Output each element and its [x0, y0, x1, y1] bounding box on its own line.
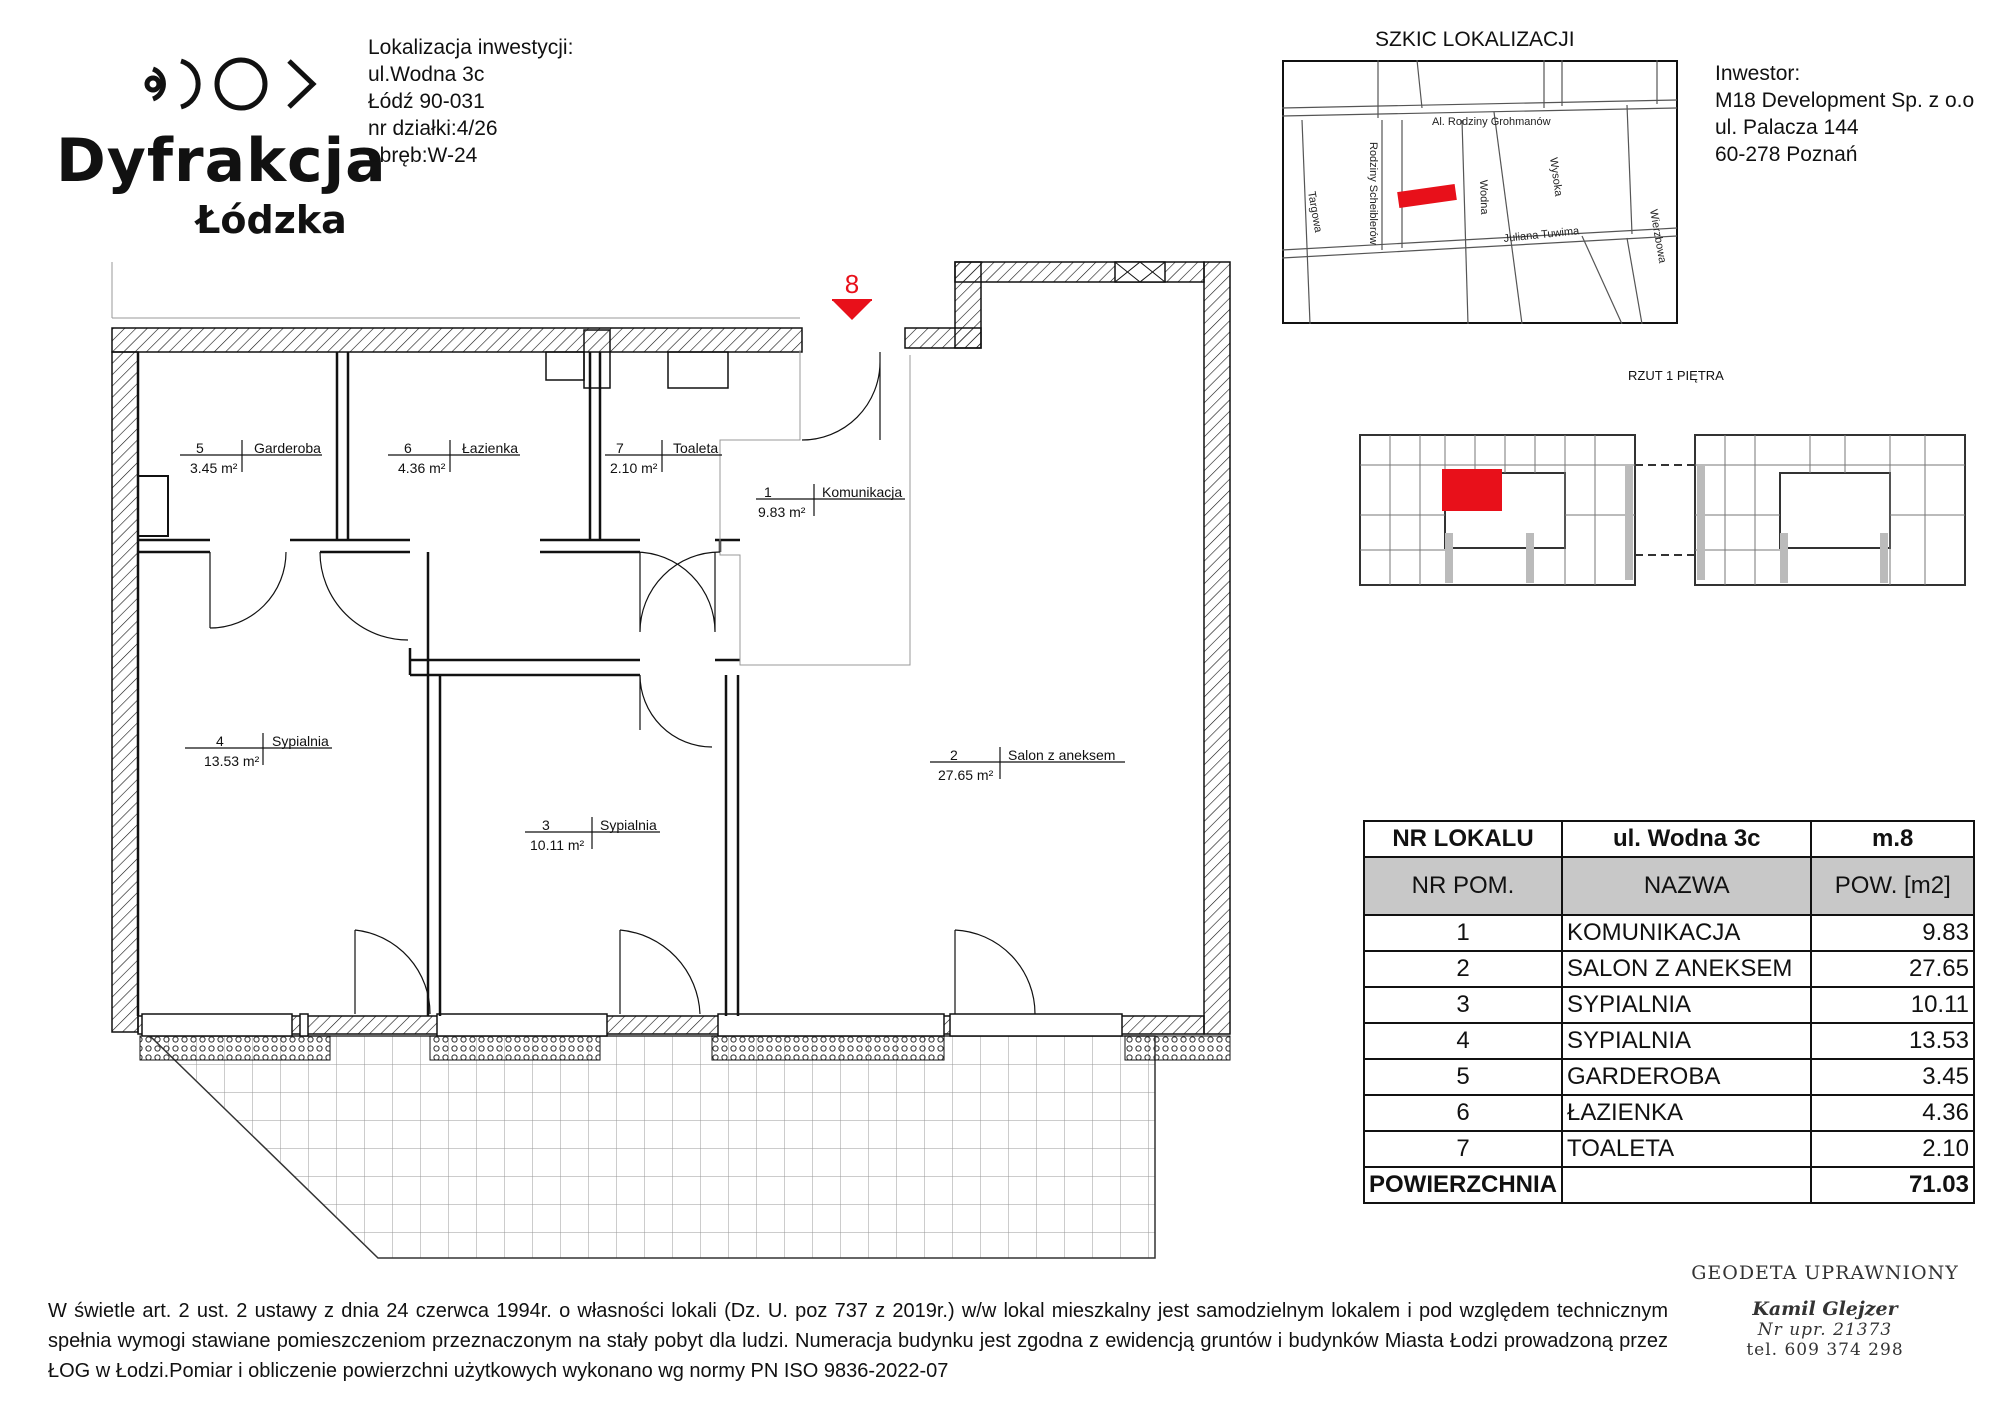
street-label: Wysoka: [1547, 157, 1564, 198]
entrance-marker-icon: [832, 300, 872, 320]
table-row: 6 ŁAZIENKA 4.36: [1363, 1094, 1975, 1132]
table-row: 4 SYPIALNIA 13.53: [1363, 1022, 1975, 1060]
unit-number-cell: m.8: [1810, 820, 1975, 858]
investor-city: 60-278 Poznań: [1715, 143, 1858, 166]
stamp-name: Kamil Glejzer: [1752, 1298, 1898, 1320]
location-sketch-map: Al. Rodziny Grohmanów Rodziny Scheibleró…: [1282, 60, 1678, 324]
column-header: NR POM.: [1363, 856, 1563, 916]
logo: Dyfrakcja Łódzka: [48, 30, 386, 245]
investor-name: M18 Development Sp. z o.o: [1715, 89, 1975, 112]
room-area-table: NR LOKALU ul. Wodna 3c m.8 NR POM. NAZWA…: [1363, 820, 1975, 1204]
unit-address-cell: ul. Wodna 3c: [1560, 820, 1813, 858]
building-location-marker: [1397, 184, 1457, 208]
location-title: Lokalizacja inwestycji:: [368, 36, 574, 59]
floor-overview-plan: [1359, 434, 1966, 586]
logo-symbol-icon: [144, 57, 317, 111]
table-title-row: NR LOKALU ul. Wodna 3c m.8: [1363, 820, 1975, 858]
street-label: Wodna: [1477, 180, 1490, 216]
unit-number-marker: 8: [845, 269, 859, 299]
total-area: 71.03: [1810, 1166, 1975, 1204]
investor-street: ul. Palacza 144: [1715, 116, 1859, 139]
surveyor-stamp: GEODETA UPRAWNIONY Kamil Glejzer Nr upr.…: [1680, 1262, 1970, 1360]
column-header: NAZWA: [1560, 856, 1813, 916]
floor-label: RZUT 1 PIĘTRA: [1628, 368, 1724, 383]
unit-label-cell: NR LOKALU: [1363, 820, 1563, 858]
location-district: obręb:W-24: [368, 144, 478, 167]
location-street: ul.Wodna 3c: [368, 63, 485, 86]
street-label: Rodziny Scheiblerów: [1367, 142, 1379, 245]
unit-location-marker: [1442, 469, 1502, 511]
table-row: 5 GARDEROBA 3.45: [1363, 1058, 1975, 1096]
location-plot: nr działki:4/26: [368, 117, 498, 140]
logo-wordmark: Dyfrakcja: [56, 126, 387, 196]
table-row: 2 SALON Z ANEKSEM 27.65: [1363, 950, 1975, 988]
sketch-title: SZKIC LOKALIZACJI: [1375, 28, 1575, 51]
stamp-title: GEODETA UPRAWNIONY: [1691, 1262, 1959, 1284]
logo-city: Łódzka: [196, 198, 347, 242]
location-city: Łódź 90-031: [368, 90, 485, 113]
legal-statement: W świetle art. 2 ust. 2 ustawy z dnia 24…: [48, 1300, 1668, 1382]
stamp-phone: tel. 609 374 298: [1746, 1340, 1904, 1360]
apartment-floor-plan: 8: [111, 261, 1231, 1259]
total-label: POWIERZCHNIA: [1363, 1166, 1563, 1204]
table-row: 3 SYPIALNIA 10.11: [1363, 986, 1975, 1024]
table-row: 1 KOMUNIKACJA 9.83: [1363, 914, 1975, 952]
column-header: POW. [m2]: [1810, 856, 1975, 916]
location-info: Lokalizacja inwestycji: ul.Wodna 3c Łódź…: [368, 34, 573, 169]
table-row: 7 TOALETA 2.10: [1363, 1130, 1975, 1168]
table-header-row: NR POM. NAZWA POW. [m2]: [1363, 856, 1975, 916]
table-total-row: POWIERZCHNIA 71.03: [1363, 1166, 1975, 1204]
investor-title: Inwestor:: [1715, 62, 1801, 85]
stamp-license: Nr upr. 21373: [1757, 1320, 1893, 1340]
street-label: Al. Rodziny Grohmanów: [1432, 116, 1551, 128]
investor-info: Inwestor: M18 Development Sp. z o.o ul. …: [1715, 60, 1974, 168]
